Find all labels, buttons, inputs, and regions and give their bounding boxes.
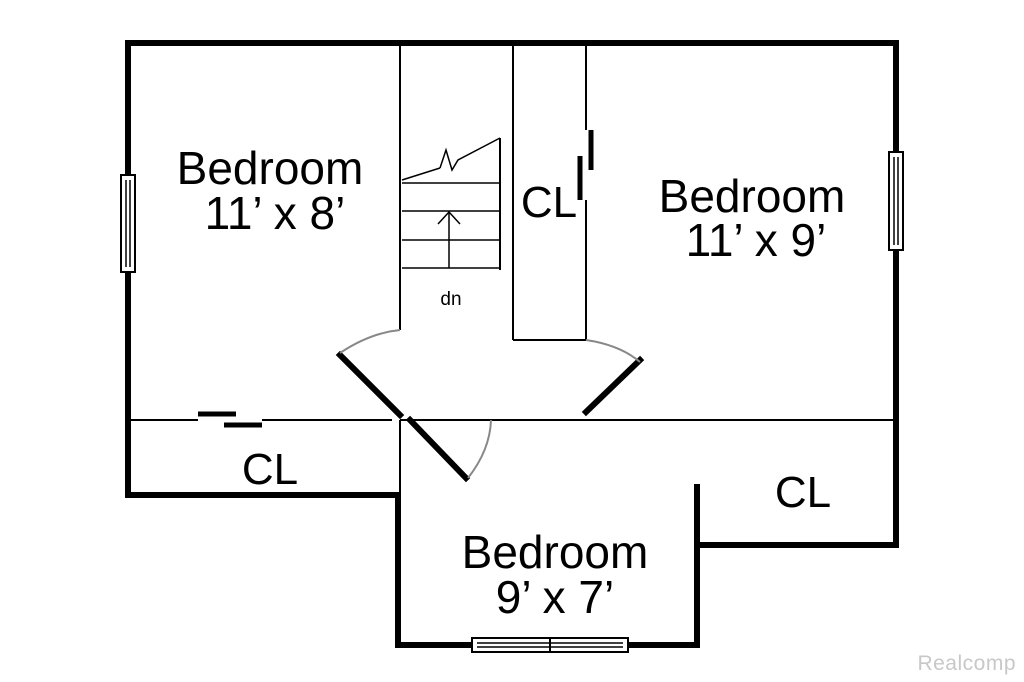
bedroom-bottom-size: 9’ x 7’ xyxy=(496,571,614,623)
left-closet-label: CL xyxy=(242,445,298,494)
window-left xyxy=(120,174,136,273)
right-closet-label: CL xyxy=(775,468,831,517)
bedroom-left-name: Bedroom xyxy=(177,142,364,194)
stairs-down-label: dn xyxy=(440,289,461,310)
watermark: Realcomp xyxy=(917,652,1016,675)
hall-walls xyxy=(335,350,645,483)
staircase xyxy=(401,137,501,270)
bedroom-bottom-name: Bedroom xyxy=(462,526,649,578)
window-right xyxy=(888,151,904,251)
exterior-walls xyxy=(125,40,899,648)
bedroom-right-name: Bedroom xyxy=(659,170,846,222)
closet-door-left xyxy=(198,411,262,428)
bedroom-left-size: 11’ x 8’ xyxy=(205,187,346,239)
door-swings xyxy=(339,329,641,479)
closet-door-stair xyxy=(577,130,594,200)
bedroom-right-size: 11’ x 9’ xyxy=(686,214,827,266)
interior-walls xyxy=(131,46,893,551)
stair-closet-label: CL xyxy=(521,178,577,227)
window-bottom xyxy=(471,637,629,653)
